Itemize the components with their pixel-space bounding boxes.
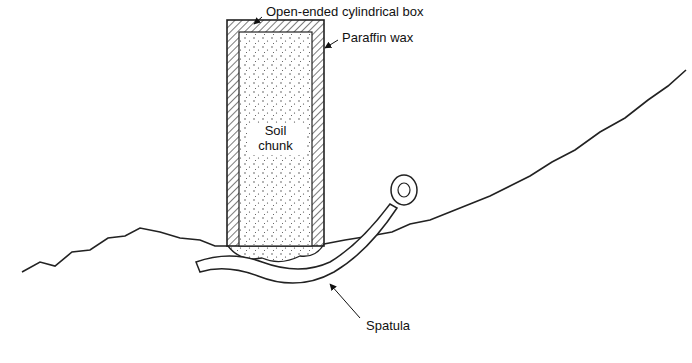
part-label: Open-ended cylindrical box — [264, 4, 426, 19]
part-label: Paraffin wax — [340, 30, 415, 45]
part-label: Spatula — [364, 318, 412, 333]
spatula-blade — [196, 204, 397, 283]
soil-chunk: Soil chunk — [240, 33, 311, 245]
paraffin-wax-inner — [239, 32, 312, 246]
leader-line — [325, 40, 338, 48]
node-label: Soil chunk — [248, 123, 304, 155]
soil-chunk-fill — [240, 33, 311, 245]
leader-line — [330, 284, 360, 318]
spatula-handle-hole — [398, 183, 410, 197]
cylindrical-box-wall — [227, 20, 324, 246]
spatula-handle-loop — [391, 175, 417, 205]
leader-line — [254, 17, 262, 24]
